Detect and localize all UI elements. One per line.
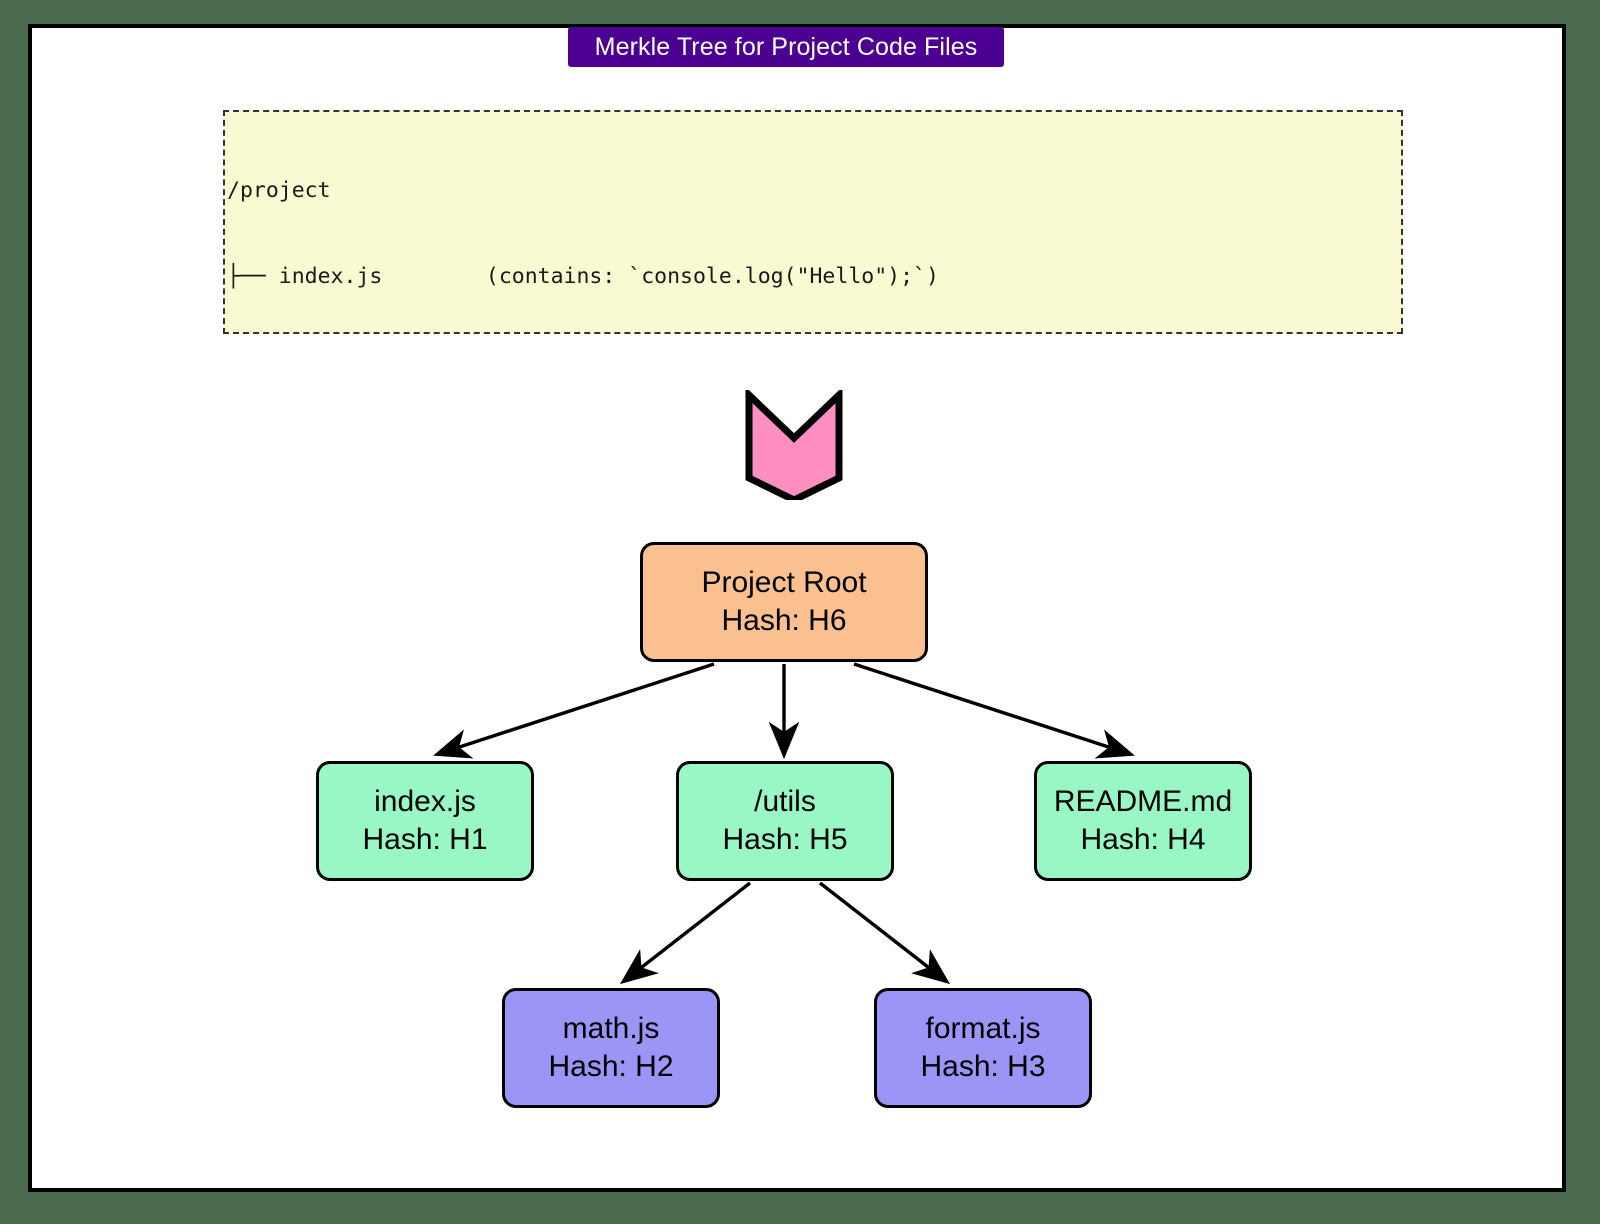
node-utils[interactable]: /utils Hash: H5 bbox=[676, 761, 894, 881]
node-hash: Hash: H3 bbox=[920, 1050, 1046, 1083]
edge-root-readme bbox=[853, 662, 1135, 759]
node-label: index.js bbox=[374, 785, 476, 818]
node-readme-md[interactable]: README.md Hash: H4 bbox=[1034, 761, 1252, 881]
edge-utils-math bbox=[619, 881, 752, 985]
node-hash: Hash: H2 bbox=[548, 1050, 674, 1083]
node-label: /utils bbox=[754, 785, 816, 818]
node-format-js[interactable]: format.js Hash: H3 bbox=[874, 988, 1092, 1108]
node-hash: Hash: H1 bbox=[362, 823, 488, 856]
project-tree-code-block: /project ├── index.js (contains: `consol… bbox=[223, 110, 1403, 334]
diagram-canvas: Merkle Tree for Project Code Files /proj… bbox=[28, 24, 1566, 1192]
edge-root-index bbox=[433, 662, 715, 759]
node-label: math.js bbox=[562, 1012, 660, 1045]
node-label: Project Root bbox=[701, 566, 867, 599]
node-hash: Hash: H6 bbox=[721, 604, 847, 637]
node-hash: Hash: H5 bbox=[722, 823, 848, 856]
node-label: README.md bbox=[1053, 785, 1233, 818]
code-line-1: ├── index.js (contains: `console.log("He… bbox=[227, 263, 939, 289]
code-line-0: /project bbox=[227, 178, 331, 203]
node-hash: Hash: H4 bbox=[1080, 823, 1206, 856]
edge-utils-format bbox=[818, 881, 951, 985]
node-math-js[interactable]: math.js Hash: H2 bbox=[502, 988, 720, 1108]
down-arrow-icon bbox=[745, 390, 843, 500]
node-project-root[interactable]: Project Root Hash: H6 bbox=[640, 542, 928, 662]
node-label: format.js bbox=[925, 1012, 1041, 1045]
node-index-js[interactable]: index.js Hash: H1 bbox=[316, 761, 534, 881]
page-title: Merkle Tree for Project Code Files bbox=[568, 27, 1004, 67]
